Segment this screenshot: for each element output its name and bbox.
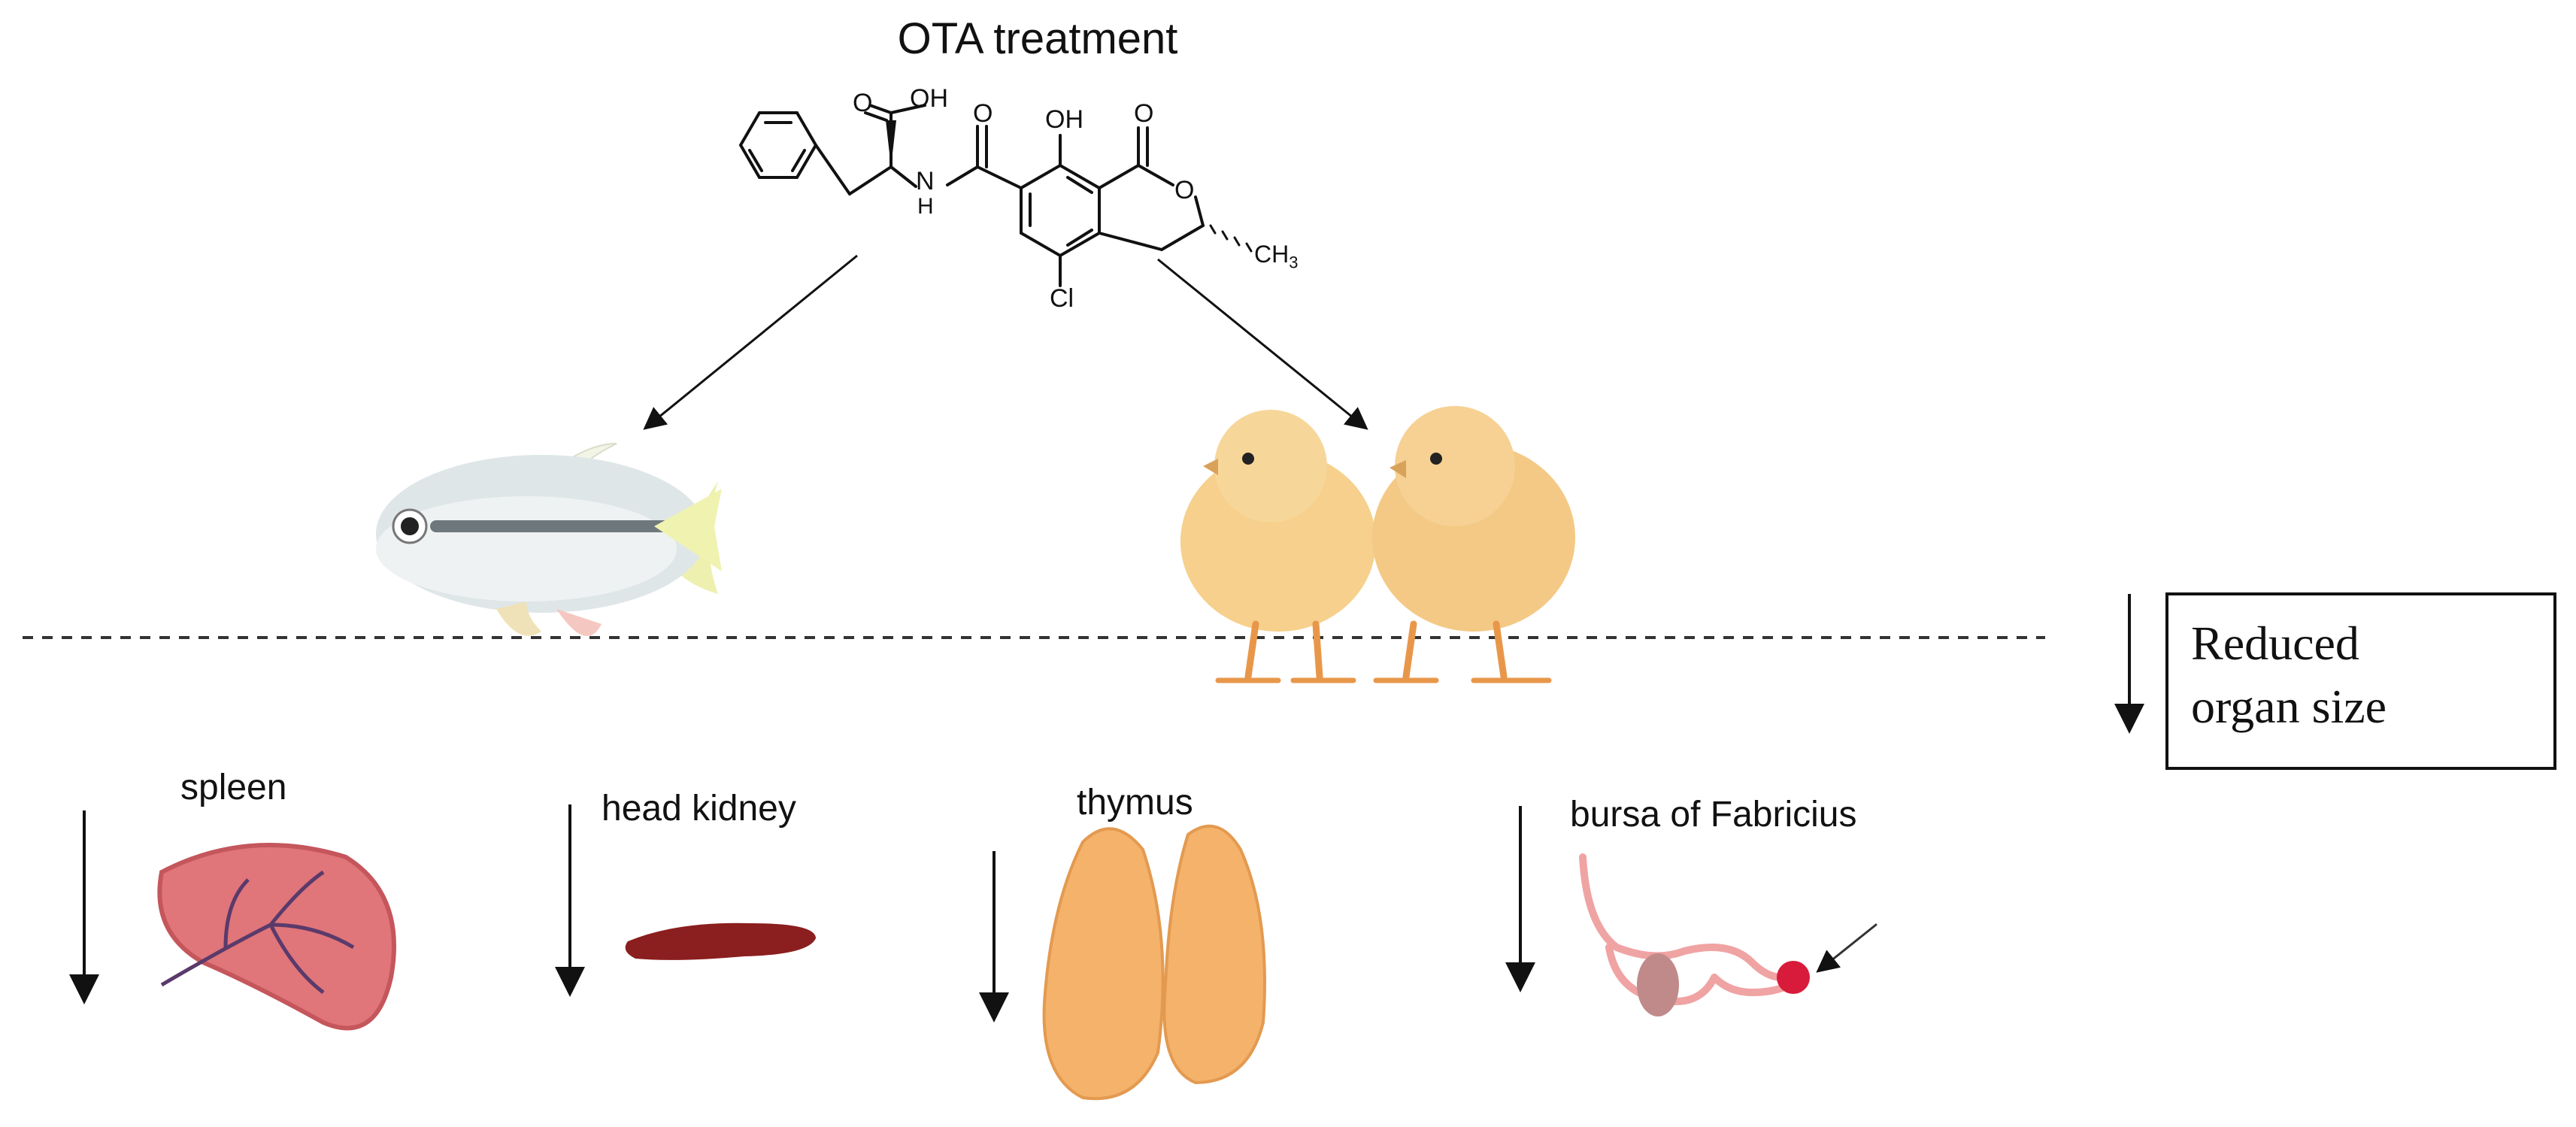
legend-line-1: Reduced <box>2191 617 2359 670</box>
chicks-icon <box>1180 406 1575 683</box>
ring-o-label: O <box>1174 176 1195 204</box>
amide-o-label: O <box>973 99 993 128</box>
fish-icon <box>376 443 722 636</box>
legend-line-2: organ size <box>2191 680 2387 733</box>
spleen-icon <box>157 843 396 1031</box>
thymus-icon <box>1042 824 1266 1101</box>
amine-n-label: N <box>916 167 935 195</box>
amine-h-label: H <box>917 194 934 219</box>
ochratoxin-structure <box>738 104 1253 287</box>
lactone-o-label: O <box>1134 99 1154 128</box>
bursa-icon <box>1579 853 1877 1016</box>
arrow-to-fish <box>643 254 858 430</box>
head-kidney-icon <box>625 923 816 960</box>
legend-box: Reduced organ size <box>2165 592 2556 770</box>
diagram-title: OTA treatment <box>897 14 1178 63</box>
phenol-oh-label: OH <box>1045 105 1083 134</box>
head-kidney-label: head kidney <box>602 789 796 829</box>
spleen-label: spleen <box>180 768 287 807</box>
bursa-label: bursa of Fabricius <box>1570 795 1857 835</box>
methyl-label: CH3 <box>1254 241 1299 272</box>
arrow-to-chicks <box>1157 258 1368 430</box>
thymus-label: thymus <box>1077 783 1193 823</box>
acid-o-label: O <box>853 89 873 117</box>
chlorine-label: Cl <box>1050 284 1074 313</box>
acid-oh-label: OH <box>910 84 948 113</box>
